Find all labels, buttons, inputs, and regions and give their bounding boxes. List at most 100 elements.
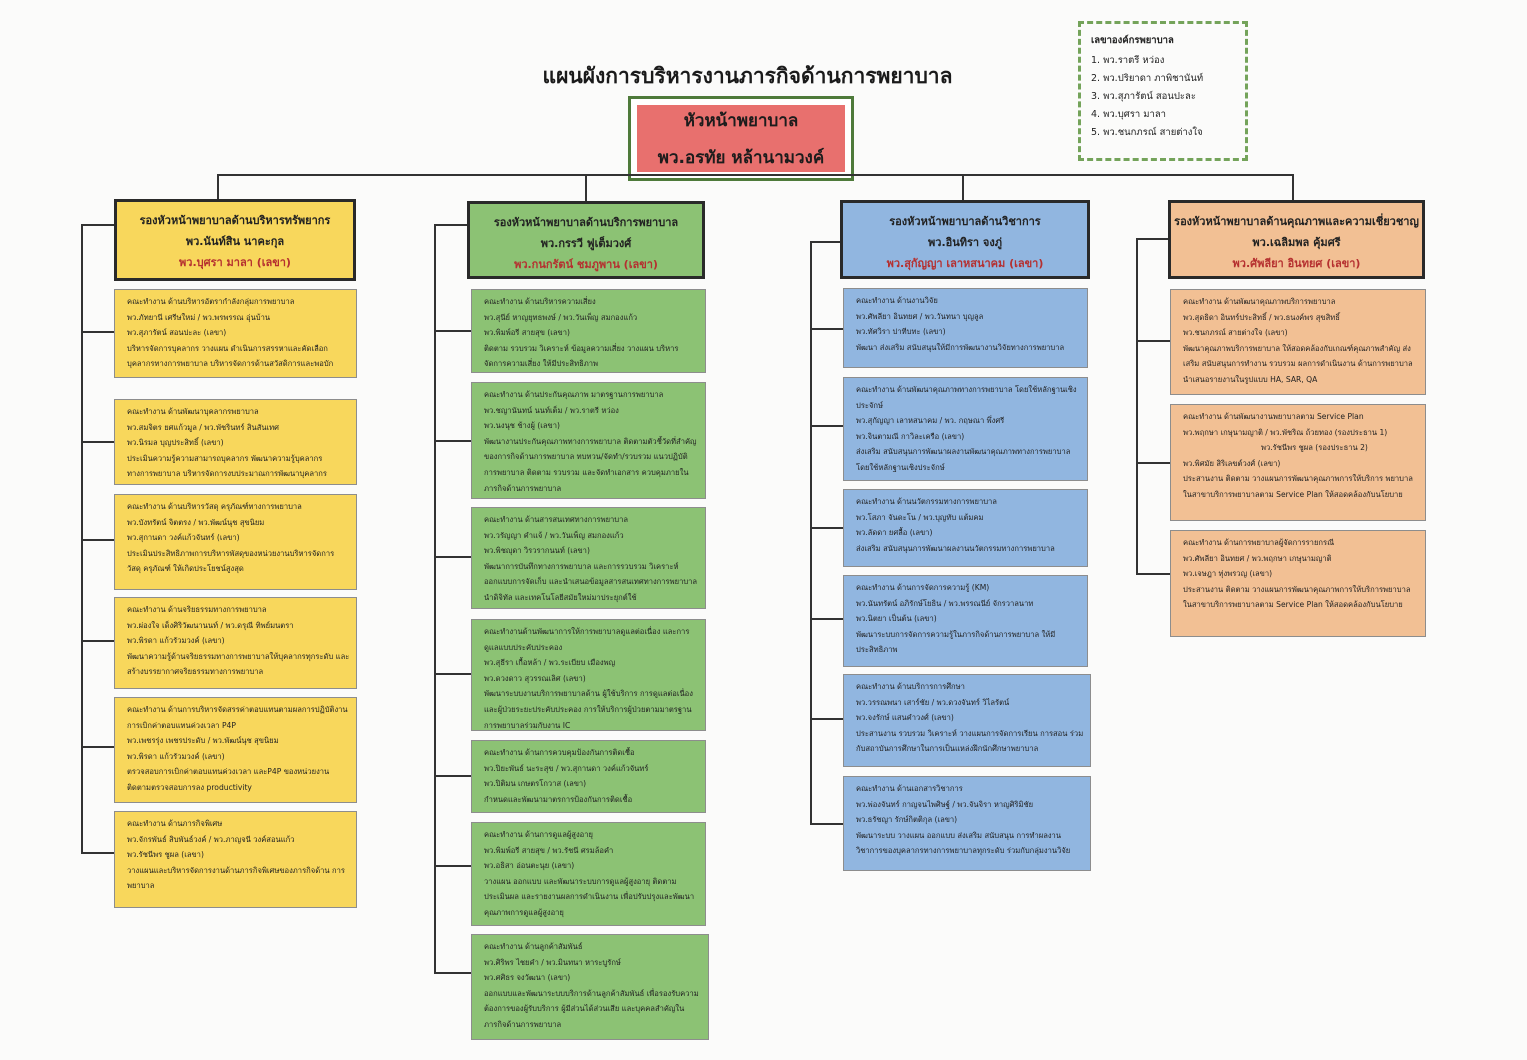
task-title: คณะทำงาน ด้านเอกสารวิชาการ xyxy=(856,784,963,793)
task-secretary: พว.รัชนีพร ชูผล (เลขา) xyxy=(127,850,204,860)
task-secretary: พว.ธรัชญา รักษ์กิตติกุล (เลขา) xyxy=(856,815,958,825)
task-members: พว.สุกัญญา เลาหสนาคม / พว. กฤษณา พึ่งศรี xyxy=(856,416,1005,426)
task-title: คณะทำงาน ด้านการจัดการความรู้ (KM) xyxy=(856,583,990,592)
vice-head-name: พว.เฉลิมพล คุ้มศรี xyxy=(1252,236,1341,249)
secretary-item: 3. พว.สุภารัตน์ สอนปะละ xyxy=(1091,91,1196,102)
task-secretary: พว.พิศมัย สิริเลขต์วงศ์ (เลขา) xyxy=(1183,458,1281,468)
chief-name: พว.อรทัย หล้านามวงค์ xyxy=(657,147,825,168)
task-box: คณะทำงาน ด้านบริหารความเสี่ยง พว.สุนีย์ … xyxy=(471,289,706,373)
task-description: พัฒนาระบบงานบริการพยาบาลด้าน ผู้ใช้บริกา… xyxy=(484,689,693,730)
task-title: คณะทำงาน ด้านบริหารวัสดุ ครุภัณฑ์ทางการพ… xyxy=(127,502,302,511)
task-description: ตรวจสอบการเบิกค่าตอบแทนค่วงเวลา และP4P ข… xyxy=(127,767,330,792)
task-secretary: พว.ลัดดา ยศลื้อ (เลขา) xyxy=(856,528,933,538)
task-title: คณะทำงานด้านพัฒนาการให้การพยาบาลดูแลต่อเ… xyxy=(484,627,690,652)
task-members: พว.นันทรัตน์ อภิรักษ์โยธิน / พว.พรรณนีย์… xyxy=(856,598,1034,608)
task-secretary: พว.สุภารัตน์ สอนปะละ (เลขา) xyxy=(127,328,227,338)
secretaries-heading: เลขาองค์กรพยาบาล xyxy=(1091,35,1174,46)
page-title: แผนผังการบริหารงานภารกิจด้านการพยาบาล xyxy=(542,64,953,88)
task-title: คณะทำงาน ด้านบริหารความเสี่ยง xyxy=(484,297,596,306)
task-title: คณะทำงาน ด้านการควบคุมป้องกันการติดเชื้อ xyxy=(484,748,635,757)
task-secretary: พว.ดวงดาว สุวรรณเลิศ (เลขา) xyxy=(484,673,586,683)
task-members: พว.ศัพลียา อินทยศ / พว.วันทนา บุญลูล xyxy=(856,311,984,321)
task-secretary: พว.พิรดา แก้วรัวมวงค์ (เลขา) xyxy=(127,636,225,646)
task-members: พว.พิมพ์อรี สายสุข / พว.รัชนี ศรมล้อคำ xyxy=(484,845,614,855)
task-box: คณะทำงาน ด้านลูกค้าสัมพันธ์ พว.ศิริพร ไช… xyxy=(471,934,709,1040)
task-description: วางแผนและบริหารจัดการงานด้านภารกิจพิเศษข… xyxy=(127,865,345,891)
vice-head-academic: รองหัวหน้าพยาบาลด้านวิชาการ พว.อินทิรา จ… xyxy=(840,200,1090,279)
vice-head-secretary: พว.ศัพลียา อินทยศ (เลขา) xyxy=(1232,257,1361,270)
task-members: พว.รัชนีพร ชูผล (รองประธาน 2) xyxy=(1261,443,1368,453)
task-description: พัฒนาระบบ วางแผน ออกแบบ ส่งเสริม สนับสนุ… xyxy=(856,830,1071,856)
task-title: คณะทำงาน ด้านพัฒนางานพยาบาลตาม Service P… xyxy=(1183,412,1364,421)
task-members: พว.บังทรัตน์ จิตตรง / พว.พัฒน์นุช สุขนิย… xyxy=(127,517,265,527)
task-members: พว.ผ่องใจ เด็งศิริวัฒนานนท์ / พว.ดรุณี ท… xyxy=(127,620,294,630)
vice-head-nursing-services: รองหัวหน้าพยาบาลด้านบริการพยาบาล พว.กรรว… xyxy=(467,201,705,279)
task-box: คณะทำงาน ด้านบริการการศึกษา พว.วรรณพนา เ… xyxy=(843,674,1091,767)
chief-role: หัวหน้าพยาบาล xyxy=(683,110,799,131)
task-box: คณะทำงาน ด้านการจัดการความรู้ (KM) พว.นั… xyxy=(843,575,1088,667)
secretaries-box: เลขาองค์กรพยาบาล 1. พว.ราตรี หว่อง 2. พว… xyxy=(1078,21,1248,161)
task-members: พว.จักรพันธ์ สิบพันธ์วงค์ / พว.ภาญจนี วง… xyxy=(127,834,295,844)
vice-head-quality-expertise: รองหัวหน้าพยาบาลด้านคุณภาพและความเชี่ยวช… xyxy=(1168,200,1425,279)
task-members: พว.สมจิตร ยศแก้วมูล / พว.พัชรินทร์ สินสั… xyxy=(127,422,279,432)
task-description: ประสานงาน รวบรวม วิเคราะห์ วางแผนการจัดก… xyxy=(856,728,1084,754)
task-secretary: พว.นิรมล บุญประสิทธิ์ (เลขา) xyxy=(127,438,224,448)
task-members: พว.ศัพลียา อินทยศ / พว.พฤกษา เกษุนามญาติ xyxy=(1183,553,1332,563)
vice-head-name: พว.อินทิรา จงภู่ xyxy=(928,236,1002,249)
secretary-item: 4. พว.บุศรา มาลา xyxy=(1091,109,1166,120)
task-box: คณะทำงานด้านพัฒนาการให้การพยาบาลดูแลต่อเ… xyxy=(471,619,706,731)
task-secretary: พว.ศศิธร จงวัฒนา (เลขา) xyxy=(484,973,571,983)
task-description: พัฒนาความรู้ด้านจริยธรรมทางการพยาบาลให้บ… xyxy=(127,651,350,677)
task-description: ออกแบบและพัฒนาระบบบริการด้านลูกค้าสัมพัน… xyxy=(484,988,699,1029)
task-secretary: พว.จงรักษ์ แสนคำวงศ์ (เลขา) xyxy=(856,713,954,723)
task-title: คณะทำงาน ด้านบริการการศึกษา xyxy=(856,682,965,691)
task-secretary: พว.พิรดา แก้วรัวมวงค์ (เลขา) xyxy=(127,751,225,761)
task-secretary: พว.จินตามณี กาวิละเครือ (เลขา) xyxy=(856,431,965,441)
task-members: พว.ภัทยานี เศรีษใหม่ / พว.พรพรรณ อุ่นบ้า… xyxy=(127,312,271,322)
task-title: คณะทำงาน ด้านสารสนเทศทางการพยาบาล xyxy=(484,515,629,524)
task-box: คณะทำงาน ด้านพัฒนาคุณภาพทางการพยาบาล โดย… xyxy=(843,377,1088,481)
task-members: พว.สุนีย์ หาญยุทธพงษ์ / พว.วันเพ็ญ สมกอง… xyxy=(484,312,638,322)
task-title: คณะทำงาน ด้านพัฒนาคุณภาพทางการพยาบาล โดย… xyxy=(856,385,1077,410)
task-description: ติดตาม รวบรวม วิเคราะห์ ข้อมูลความเสี่ยง… xyxy=(484,343,679,369)
task-title: คณะทำงาน ด้านงานวิจัย xyxy=(856,296,938,305)
secretary-item: 5. พว.ชนกภรณ์ สายต่างใจ xyxy=(1091,127,1203,138)
task-description: ประสานงาน ติดตาม วางแผนการพัฒนาคุณภาพการ… xyxy=(1183,584,1411,610)
task-title: คณะทำงาน ด้านภารกิจพิเศษ xyxy=(127,819,223,828)
task-description: ประสานงาน ติดตาม วางแผนการพัฒนาคุณภาพการ… xyxy=(1183,474,1413,499)
task-title: คณะทำงาน ด้านการบริหารจัดสรรค่าตอบแทนตาม… xyxy=(127,705,348,730)
vice-head-secretary: พว.บุศรา มาลา (เลขา) xyxy=(179,256,291,269)
task-secretary: พว.ทัศวิรา ปาทีบทะ (เลขา) xyxy=(856,327,946,337)
task-box: คณะทำงาน ด้านภารกิจพิเศษ พว.จักรพันธ์ สิ… xyxy=(114,811,357,908)
secretary-item: 1. พว.ราตรี หว่อง xyxy=(1091,55,1165,66)
task-secretary: พว.นิตยา เป็นต้น (เลขา) xyxy=(856,614,937,624)
task-secretary: พว.สุกานดา วงค์แก้วจันทร์ (เลขา) xyxy=(127,533,240,543)
task-box: คณะทำงาน ด้านการควบคุมป้องกันการติดเชื้อ… xyxy=(471,740,706,813)
task-description: ส่งเสริม สนับสนุนการพัฒนาผลงานพัฒนาคุณภา… xyxy=(856,447,1071,472)
vice-head-role: รองหัวหน้าพยาบาลด้านบริการพยาบาล xyxy=(493,216,679,229)
task-description: พัฒนาการบันทึกทางการพยาบาล และการรวบรวม … xyxy=(484,561,698,602)
task-description: ส่งเสริม สนับสนุนการพัฒนาผลงานนวัตกรรมทา… xyxy=(856,543,1055,553)
task-secretary: พว.อธิสา อ่อนตะนุย (เลขา) xyxy=(484,861,575,871)
task-description: ประเมินประสิทธิภาพการบริหารพัสดุของหน่วย… xyxy=(127,548,335,574)
task-box: คณะทำงาน ด้านงานวิจัย พว.ศัพลียา อินทยศ … xyxy=(843,288,1088,368)
task-members: พว.วรัญญา คำแจ้ / พว.วันเพ็ญ สมกองแก้ว xyxy=(484,530,624,540)
task-box: คณะทำงาน ด้านบริหารอัตรากำลังกลุ่มการพยา… xyxy=(114,289,357,378)
vice-head-name: พว.กรรวี ฟูเต็มวงศ์ xyxy=(540,237,632,250)
task-title: คณะทำงาน ด้านพัฒนาบุคลากรพยาบาล xyxy=(127,407,259,416)
task-secretary: พว.นงนุช ช้างผู้ (เลขา) xyxy=(484,421,560,431)
vice-head-role: รองหัวหน้าพยาบาลด้านวิชาการ xyxy=(889,215,1041,228)
task-description: กำหนดและพัฒนามาตรการป้องกันการติดเชื้อ xyxy=(484,794,633,804)
task-title: คณะทำงาน ด้านการพยาบาลผู้จัดการรายกรณี xyxy=(1183,538,1335,547)
task-secretary: พว.พิชญุดา วิรวรากนนท์ (เลขา) xyxy=(484,546,590,556)
task-members: พว.พฤกษา เกษุนามญาติ / พว.พัชริณ ถ้วยทอง… xyxy=(1183,427,1388,437)
task-title: คณะทำงาน ด้านพัฒนาคุณภาพบริการพยาบาล xyxy=(1183,297,1336,306)
vice-head-role: รองหัวหน้าพยาบาลด้านคุณภาพและความเชี่ยวช… xyxy=(1174,215,1419,228)
task-secretary: พว.ชนกภรณ์ สายต่างใจ (เลขา) xyxy=(1183,328,1288,338)
task-members: พว.พ่องจันทร์ กาญจนไพศิษฐ์ / พว.จันจิรา … xyxy=(856,799,1034,809)
task-box: คณะทำงาน ด้านนวัตกรรมทางการพยาบาล พว.โสภ… xyxy=(843,489,1088,567)
task-box: คณะทำงาน ด้านพัฒนาบุคลากรพยาบาล พว.สมจิต… xyxy=(114,399,357,485)
task-description: ประเมินความรู้ความสามารถบุคลากร พัฒนาควา… xyxy=(127,453,327,479)
vice-head-resources: รองหัวหน้าพยาบาลด้านบริหารทรัพยากร พว.นั… xyxy=(114,199,356,281)
task-members: พว.วรรณพนา เสาร์ชัย / พว.ดวงจันทร์ วิไลร… xyxy=(856,697,1010,707)
